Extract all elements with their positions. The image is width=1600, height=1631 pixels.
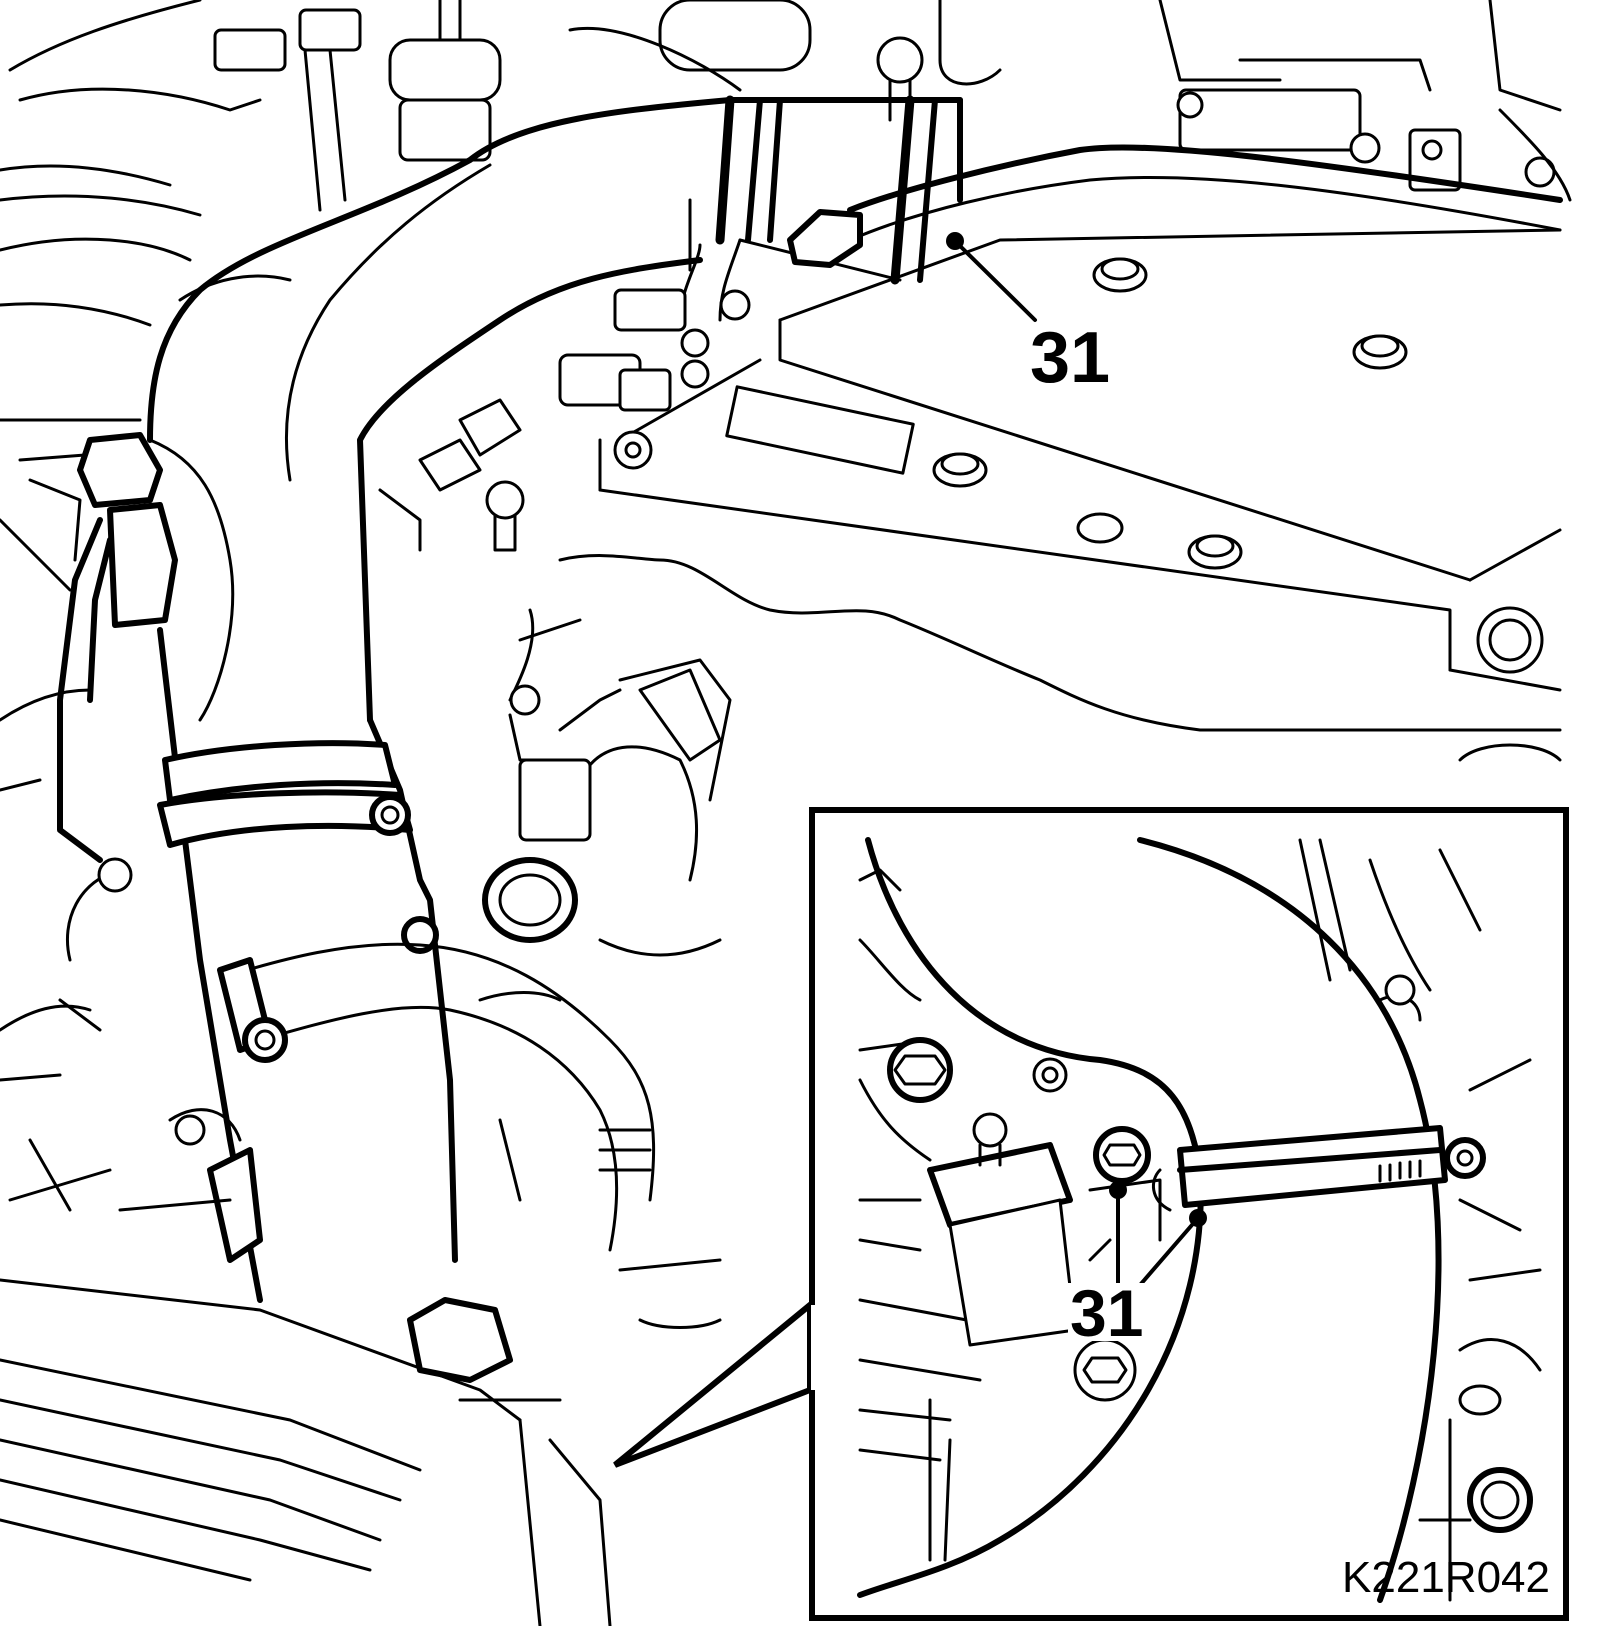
inset-drawing bbox=[857, 837, 1542, 1603]
sensor-connectors bbox=[378, 288, 751, 702]
callout-main-leader bbox=[953, 239, 1037, 322]
lower-intake-tube bbox=[157, 627, 458, 1303]
inset-pointer bbox=[613, 1298, 813, 1468]
inset-frame bbox=[809, 807, 1569, 1621]
background-body-lines bbox=[0, 0, 262, 1212]
valve-cover-bolts bbox=[932, 257, 1408, 570]
callout-main: 31 bbox=[946, 232, 1110, 398]
callout-inset-leader-b bbox=[1138, 1216, 1200, 1287]
intake-hose bbox=[147, 95, 963, 723]
inset-detail: 31 K221R042 bbox=[613, 807, 1569, 1621]
callout-inset-label: 31 bbox=[1070, 1276, 1143, 1350]
figure-reference-code: K221R042 bbox=[1342, 1553, 1550, 1602]
callout-inset: 31 bbox=[1068, 1181, 1207, 1350]
wiring-harness bbox=[678, 144, 1563, 322]
central-components bbox=[478, 658, 732, 1202]
lower-left-details bbox=[0, 857, 722, 1628]
valve-cover bbox=[558, 228, 1562, 762]
callout-main-label: 31 bbox=[1030, 318, 1110, 398]
left-connector bbox=[57, 432, 235, 863]
top-components bbox=[213, 0, 1572, 212]
coolant-hose bbox=[217, 942, 656, 1252]
